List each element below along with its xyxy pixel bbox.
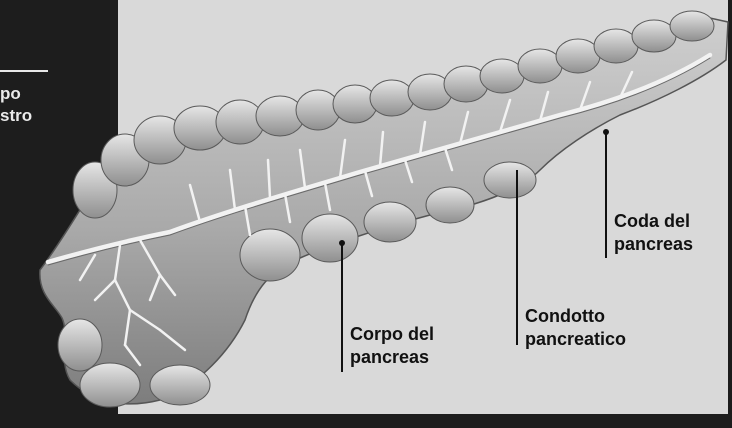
label-corpo-line2: pancreas [350,346,429,368]
label-condotto-line2: pancreatico [525,328,626,350]
label-coda-line1: Coda del [614,210,690,232]
label-condotto-line1: Condotto [525,305,605,327]
label-coda-line2: pancreas [614,233,693,255]
leader-dot-corpo [339,240,345,246]
label-corpo-line1: Corpo del [350,323,434,345]
leader-dot-coda [603,129,609,135]
